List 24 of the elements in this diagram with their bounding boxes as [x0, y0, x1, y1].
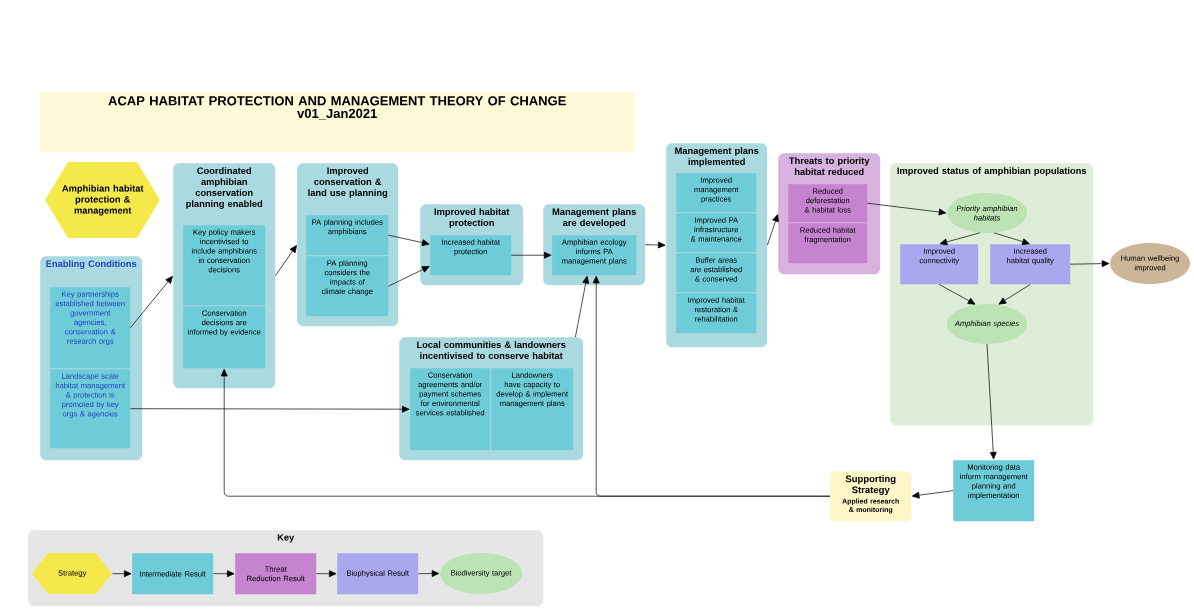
arrow [939, 232, 981, 246]
arrow [511, 251, 552, 259]
arrow [867, 202, 947, 216]
arrow [1070, 260, 1110, 268]
strategy-hexagon: Amphibian habitat protection & management [45, 162, 160, 238]
arrow [388, 234, 430, 246]
arrow [767, 214, 779, 246]
arrow [986, 343, 997, 460]
arrow [998, 284, 1031, 305]
arrow [130, 276, 173, 329]
arrow [993, 232, 1030, 245]
arrow [592, 275, 831, 497]
arrow [388, 266, 430, 287]
arrow [645, 241, 666, 249]
arrow [911, 490, 954, 499]
arrow [275, 245, 297, 277]
arrow [418, 570, 440, 577]
arrow [938, 284, 976, 305]
arrow [316, 570, 337, 578]
title-box: ACAP HABITAT PROTECTION AND MANAGEMENT THEORY OF CHANGE v01_Jan2021 [40, 92, 635, 153]
arrow [112, 570, 132, 578]
arrow [130, 405, 410, 413]
arrow [575, 275, 590, 338]
arrow [213, 570, 235, 578]
